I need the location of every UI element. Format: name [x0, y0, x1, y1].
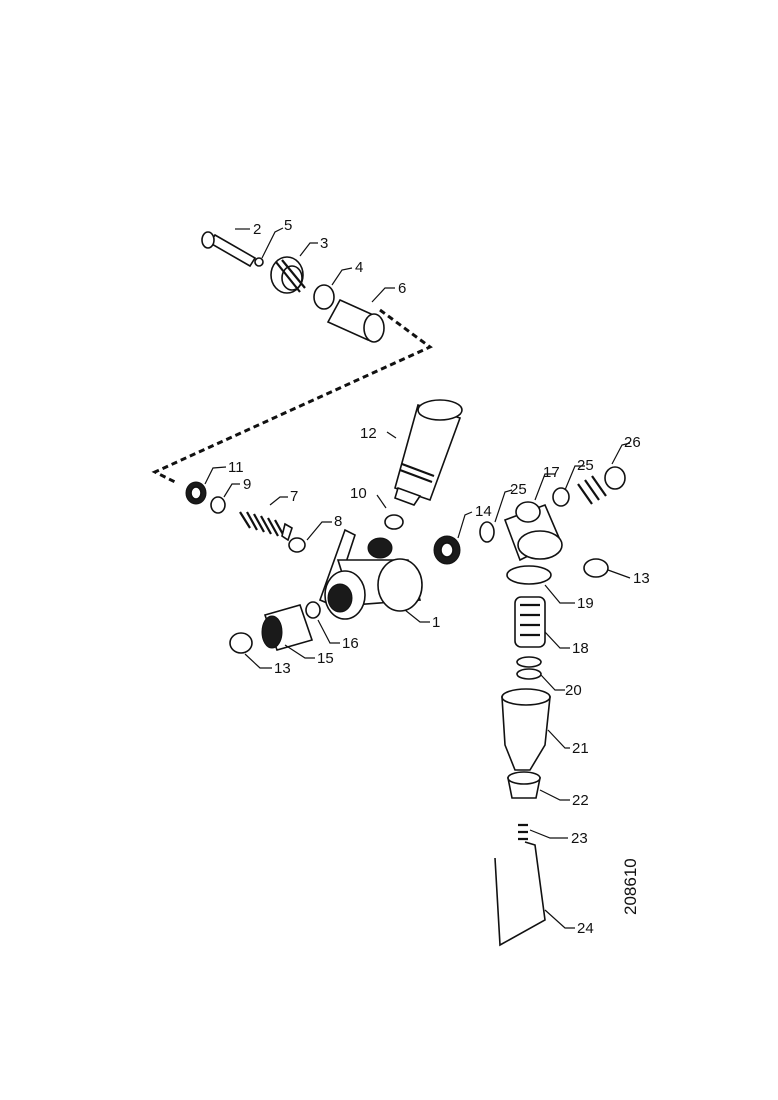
label-25-right: 25 [577, 457, 594, 474]
part-9-washer [210, 496, 226, 514]
label-26: 26 [624, 434, 641, 451]
part-19-seal-ring [506, 565, 552, 585]
label-10: 10 [350, 485, 367, 502]
part-17-filter-head [503, 501, 563, 562]
part-7-spring [239, 511, 293, 542]
label-15: 15 [317, 650, 334, 667]
label-21: 21 [572, 740, 589, 757]
part-10-seal [384, 514, 404, 530]
part-13-plug-right [583, 558, 609, 578]
label-7: 7 [290, 488, 298, 505]
part-24-clamp-bracket [494, 841, 546, 947]
part-11-nut [185, 481, 207, 505]
label-1: 1 [432, 614, 440, 631]
part-5-washer [254, 257, 264, 267]
label-14: 14 [475, 503, 492, 520]
label-23: 23 [571, 830, 588, 847]
label-17: 17 [543, 464, 560, 481]
label-3: 3 [320, 235, 328, 252]
label-13-left: 13 [274, 660, 291, 677]
label-4: 4 [355, 259, 363, 276]
label-12: 12 [360, 425, 377, 442]
part-15-outlet-fitting [261, 604, 314, 651]
part-1-pump-body [318, 528, 423, 620]
part-25-washer-left [479, 521, 495, 543]
drawing-reference-number: 208610 [621, 858, 640, 915]
label-25-left: 25 [510, 481, 527, 498]
part-18-filter-element [514, 596, 546, 648]
part-4-ring [313, 284, 335, 310]
part-3-union [270, 256, 306, 294]
label-19: 19 [577, 595, 594, 612]
label-24: 24 [577, 920, 594, 937]
label-2: 2 [253, 221, 261, 238]
label-5: 5 [284, 217, 292, 234]
part-12-filter-cartridge [394, 399, 463, 506]
part-2-bolt [201, 231, 257, 268]
part-6-sleeve [326, 298, 385, 343]
part-13-plug-left [229, 632, 253, 654]
part-25-washer-right [552, 487, 570, 507]
label-6: 6 [398, 280, 406, 297]
part-8-gasket [288, 537, 306, 553]
label-11: 11 [228, 459, 244, 476]
part-26-hollow-bolt [577, 466, 626, 505]
label-8: 8 [334, 513, 342, 530]
part-23-screw [518, 823, 528, 841]
assembly-dashed-line [151, 308, 433, 484]
part-22-drain-nut [507, 771, 541, 799]
label-16: 16 [342, 635, 359, 652]
part-16-washer [305, 601, 321, 619]
part-14-banjo-fitting [433, 535, 461, 565]
part-20-spring-seals [516, 656, 542, 680]
label-22: 22 [572, 792, 589, 809]
label-18: 18 [572, 640, 589, 657]
label-9: 9 [243, 476, 251, 493]
label-13-right: 13 [633, 570, 650, 587]
part-21-bowl [501, 688, 551, 771]
label-20: 20 [565, 682, 582, 699]
